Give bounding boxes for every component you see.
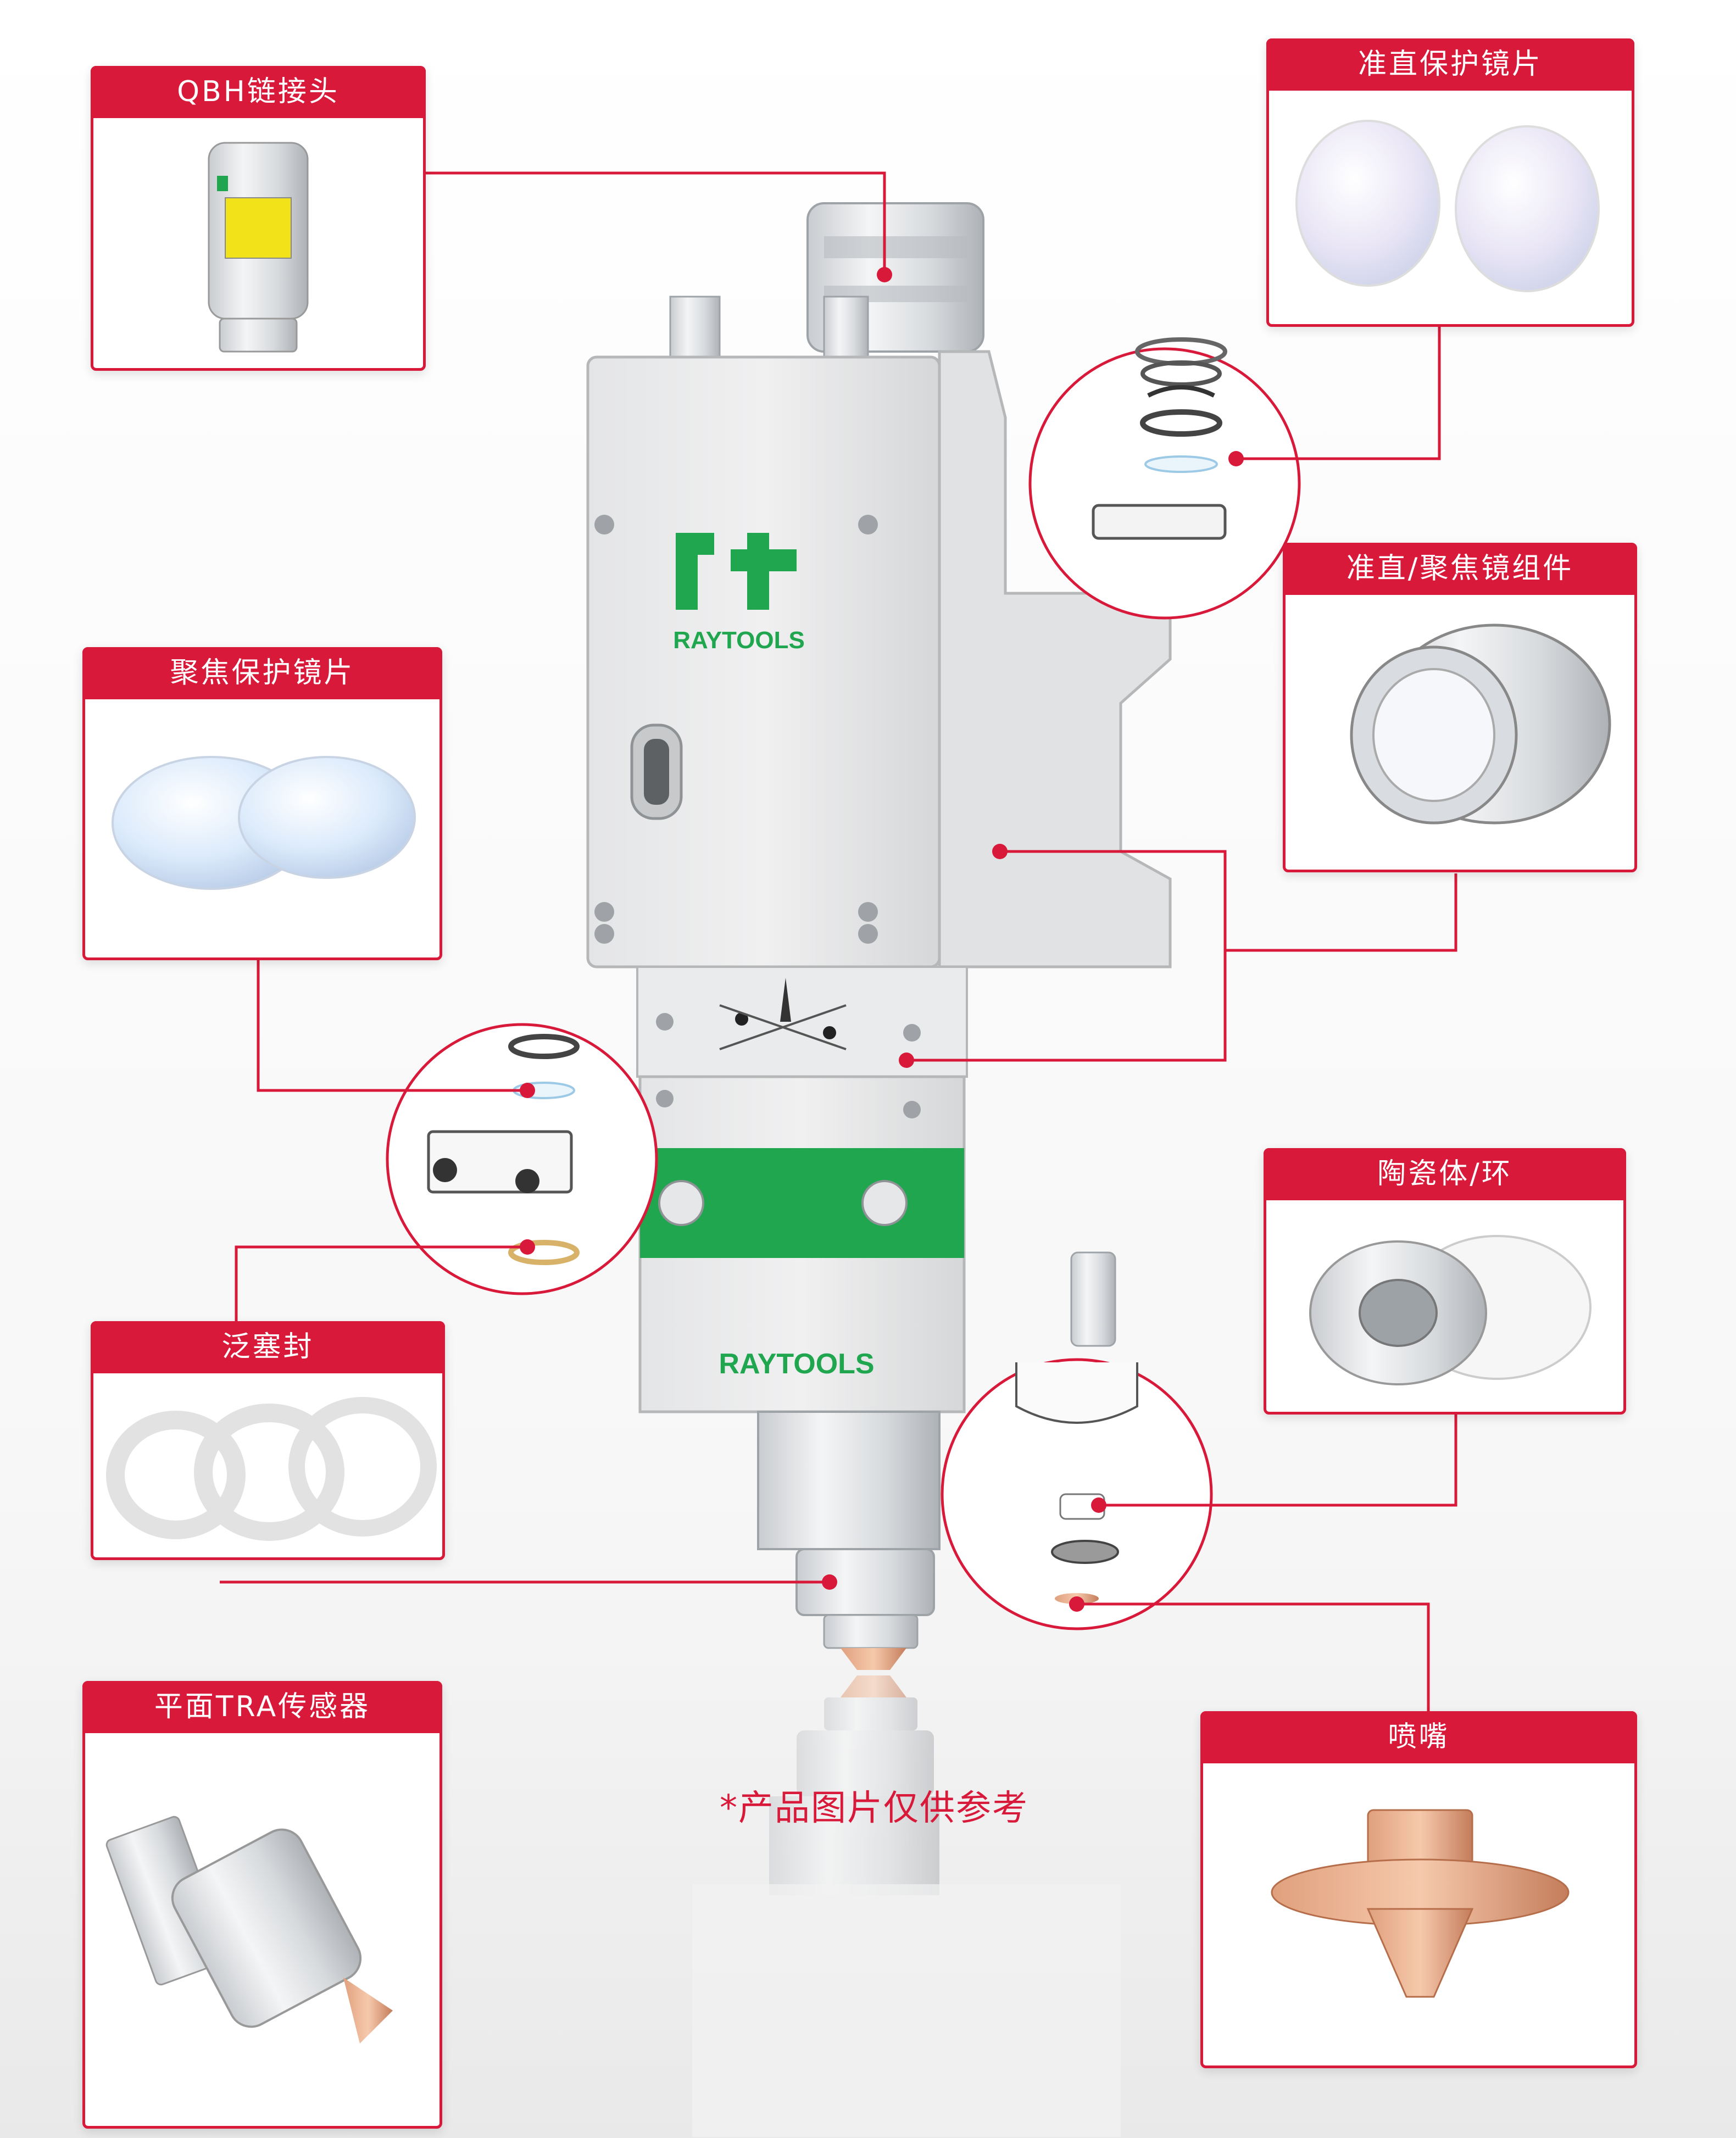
callout-card-collimator-lens: 准直保护镜片 (1266, 38, 1634, 327)
focus-protect-lens-image (112, 756, 416, 890)
leader-lines (220, 171, 1457, 1714)
disclaimer-footnote: *产品图片仅供参考 (720, 1788, 1028, 1829)
raytools-logo-text-lower: RAYTOOLS (719, 1348, 874, 1380)
callout-title-seal: 泛塞封 (91, 1321, 445, 1373)
callout-title-nozzle: 喷嘴 (1200, 1711, 1637, 1763)
callout-card-seal: 泛塞封 (91, 1321, 445, 1560)
callout-title-tra-sensor: 平面TRA传感器 (82, 1681, 442, 1733)
callout-card-tra-sensor: 平面TRA传感器 (82, 1681, 442, 2129)
callout-title-collimator-lens: 准直保护镜片 (1266, 38, 1634, 91)
callout-title-lens-assembly: 准直/聚焦镜组件 (1283, 543, 1637, 595)
callout-title-focus-protect-lens: 聚焦保护镜片 (82, 647, 442, 699)
callout-title-ceramic: 陶瓷体/环 (1264, 1148, 1626, 1200)
leader-dots (520, 267, 1244, 1612)
laser-cutting-head: RAYTOOLS RAYTOOLS (586, 202, 1172, 2137)
callout-card-qbh: QBH链接头 (91, 66, 426, 371)
nozzle-image (1271, 1809, 1570, 1998)
callout-card-nozzle: 喷嘴 (1200, 1711, 1637, 2068)
zoom-circle-top (1028, 337, 1301, 620)
tra-sensor-image (105, 1816, 393, 2044)
ceramic-body-image (1309, 1235, 1592, 1385)
callout-card-lens-assembly: 准直/聚焦镜组件 (1283, 543, 1637, 872)
callout-card-focus-protect-lens: 聚焦保护镜片 (82, 647, 442, 960)
qbh-connector-image (208, 142, 309, 353)
raytools-logo-upper: RAYTOOLS (673, 533, 805, 654)
zoom-circle-bottom (941, 1358, 1213, 1630)
collimator-lens-image (1295, 120, 1600, 292)
callout-card-ceramic: 陶瓷体/环 (1264, 1148, 1626, 1415)
callout-title-qbh: QBH链接头 (91, 66, 426, 118)
zoom-circle-middle (386, 1023, 658, 1295)
lens-assembly-image (1350, 623, 1611, 825)
raytools-logo-text-upper: RAYTOOLS (673, 627, 805, 654)
seal-rings-image (106, 1397, 437, 1541)
